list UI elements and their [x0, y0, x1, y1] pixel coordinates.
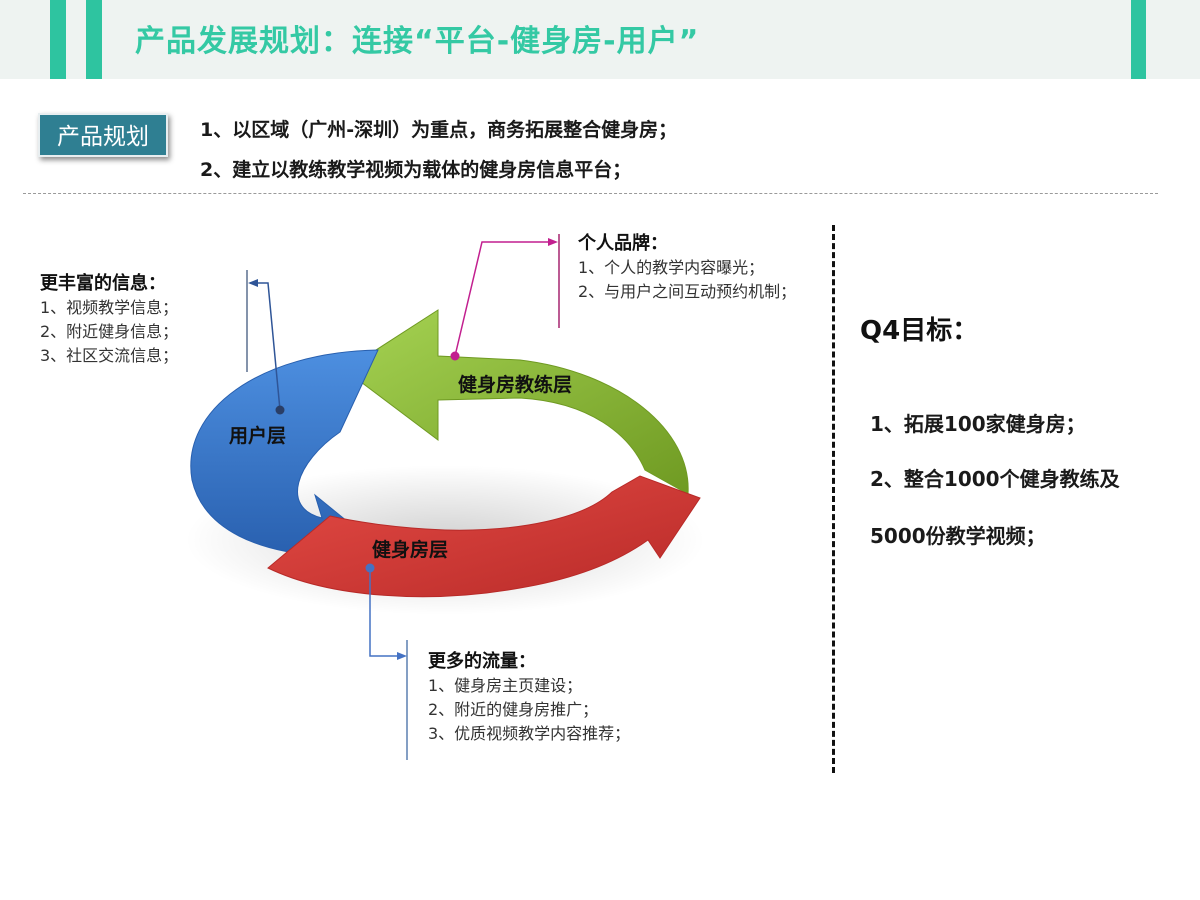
traffic-callout: 更多的流量： 1、健身房主页建设； 2、附近的健身房推广； 3、优质视频教学内容… [428, 650, 630, 746]
callout-item: 1、视频教学信息； [40, 298, 179, 317]
page-title: 产品发展规划：连接“平台-健身房-用户” [135, 24, 700, 59]
coach-layer-arrow [344, 309, 689, 495]
q4-goal-item: 2、整合1000个健身教练及 [870, 467, 1120, 491]
callout-item: 2、附近的健身房推广； [428, 700, 599, 719]
callout-item: 2、附近健身信息； [40, 322, 179, 341]
brand-callout: 个人品牌： 1、个人的教学内容曝光； 2、与用户之间互动预约机制； [578, 232, 818, 304]
plan-item: 1、以区域（广州-深圳）为重点，商务拓展整合健身房； [200, 119, 678, 141]
header-band [0, 0, 1200, 79]
callout-heading: 更丰富的信息： [40, 273, 166, 294]
callout-heading: 更多的流量： [428, 651, 536, 672]
user-layer-label: 用户层 [229, 425, 287, 447]
brand-callout-connector [450, 234, 560, 361]
section-divider [23, 193, 1158, 194]
q4-goal-item: 5000份教学视频； [870, 524, 1046, 548]
info-callout: 更丰富的信息： 1、视频教学信息； 2、附近健身信息； 3、社区交流信息； [40, 272, 178, 368]
plan-item: 2、建立以教练教学视频为载体的健身房信息平台； [200, 159, 632, 181]
traffic-callout-connector [365, 563, 408, 760]
q4-goal-item: 1、拓展100家健身房； [870, 412, 1086, 436]
vertical-divider [832, 225, 835, 773]
q4-title: Q4目标： [860, 316, 979, 346]
callout-item: 1、个人的教学内容曝光； [578, 258, 765, 277]
header-accent-bar [50, 0, 66, 79]
info-callout-connector [246, 270, 285, 415]
user-layer-arrow [190, 349, 379, 561]
callout-item: 3、社区交流信息； [40, 346, 179, 365]
plan-badge: 产品规划 [38, 113, 168, 157]
callout-item: 1、健身房主页建设； [428, 676, 583, 695]
gym-layer-arrow [267, 475, 701, 598]
coach-layer-label: 健身房教练层 [458, 374, 573, 396]
header-accent-bar [86, 0, 102, 79]
gym-layer-label: 健身房层 [372, 539, 449, 561]
callout-heading: 个人品牌： [578, 233, 668, 254]
header-accent-bar [1131, 0, 1146, 79]
callout-item: 2、与用户之间互动预约机制； [578, 282, 797, 301]
callout-item: 3、优质视频教学内容推荐； [428, 724, 631, 743]
